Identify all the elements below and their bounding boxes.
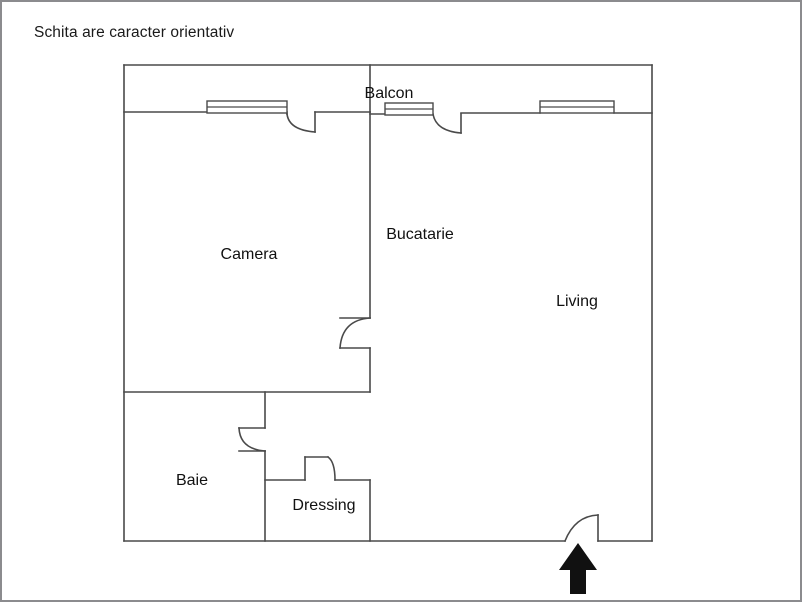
windows-group [206, 100, 615, 116]
room-label-dressing: Dressing [292, 497, 355, 514]
door-swing-entrance [563, 514, 599, 543]
door-swing-baie [238, 427, 266, 452]
room-label-balcon: Balcon [365, 85, 414, 102]
room-label-bucatarie: Bucatarie [386, 226, 454, 243]
entrance-arrow [559, 543, 597, 594]
door-swing-camera-bucatarie [339, 317, 371, 349]
room-label-living: Living [556, 293, 598, 310]
room-label-camera: Camera [221, 246, 278, 263]
door-swing-bucatarie-balcon [432, 113, 462, 134]
door-swing-camera-balcon [286, 113, 316, 133]
room-label-baie: Baie [176, 472, 208, 489]
door-swing-dressing [326, 455, 336, 481]
sketch-disclaimer-title: Schita are caracter orientativ [34, 24, 235, 41]
